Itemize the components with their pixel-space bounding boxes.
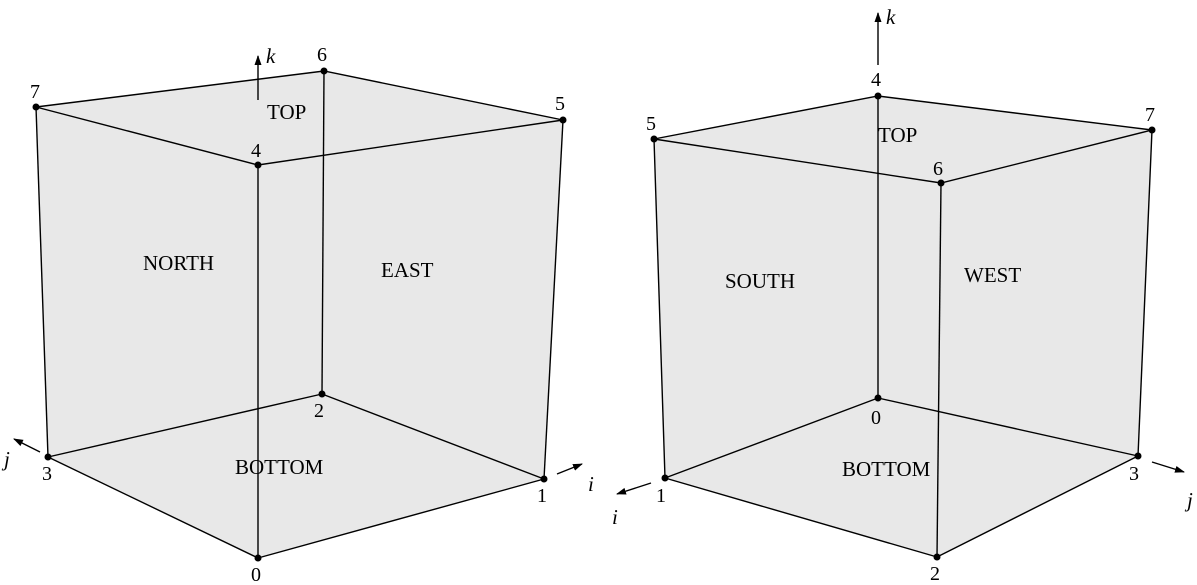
vertex-2 xyxy=(933,553,941,561)
right-cube: k j i TOP SOUTH WEST BOTTOM 0 1 2 3 4 5 … xyxy=(612,5,1193,585)
vertex-label-7: 7 xyxy=(1145,104,1155,126)
face-label-east: EAST xyxy=(381,258,434,282)
edge-6-2 xyxy=(936,182,942,558)
vertex-label-5: 5 xyxy=(555,93,565,115)
edge-2-3 xyxy=(47,393,323,458)
vertex-1 xyxy=(661,474,669,482)
edge-1-2 xyxy=(664,477,938,558)
edge-7-3 xyxy=(35,106,49,458)
i-axis-label: i xyxy=(612,505,618,529)
edge-5-1 xyxy=(543,119,564,480)
vertex-label-6: 6 xyxy=(317,44,327,66)
j-axis-label: j xyxy=(1184,488,1193,512)
k-axis-label: k xyxy=(266,44,276,68)
edge-0-1 xyxy=(257,478,545,559)
vertex-3 xyxy=(1134,452,1142,460)
vertex-label-2: 2 xyxy=(314,400,324,422)
edge-2-1 xyxy=(321,393,545,480)
vertex-label-0: 0 xyxy=(251,564,261,585)
vertex-5 xyxy=(559,116,567,124)
vertex-6 xyxy=(937,179,945,187)
edge-2-3 xyxy=(936,455,1139,558)
j-axis-arrow xyxy=(1151,461,1185,473)
vertex-label-2: 2 xyxy=(930,563,940,585)
face-label-bottom: BOTTOM xyxy=(842,457,931,481)
vertex-label-3: 3 xyxy=(1129,463,1139,485)
vertex-4 xyxy=(874,92,882,100)
i-axis-arrow xyxy=(616,482,652,495)
vertex-1 xyxy=(540,475,548,483)
edge-5-1 xyxy=(653,138,666,479)
face-label-west: WEST xyxy=(964,263,1021,287)
i-axis-label: i xyxy=(588,472,594,496)
vertex-5 xyxy=(650,135,658,143)
vertex-6 xyxy=(320,67,328,75)
vertex-3 xyxy=(44,453,52,461)
edge-0-3 xyxy=(877,397,1139,457)
edge-0-1 xyxy=(664,397,879,479)
vertex-7 xyxy=(1148,126,1156,134)
vertex-label-7: 7 xyxy=(30,81,40,103)
vertex-label-4: 4 xyxy=(871,69,881,91)
vertex-label-1: 1 xyxy=(537,485,547,507)
vertex-label-6: 6 xyxy=(933,158,943,180)
left-cube: k i j TOP NORTH EAST BOTTOM 0 1 2 3 4 5 … xyxy=(1,44,594,585)
vertex-label-5: 5 xyxy=(646,113,656,135)
j-axis-label: j xyxy=(1,447,10,471)
vertex-label-1: 1 xyxy=(656,485,666,507)
vertex-0 xyxy=(874,394,882,402)
face-label-top: TOP xyxy=(267,100,306,124)
face-label-bottom: BOTTOM xyxy=(235,455,324,479)
edge-3-0 xyxy=(47,456,259,559)
face-label-north: NORTH xyxy=(143,251,214,275)
k-axis-label: k xyxy=(886,5,896,29)
i-axis-arrow xyxy=(556,463,583,475)
vertex-label-3: 3 xyxy=(42,463,52,485)
vertex-2 xyxy=(318,390,326,398)
face-label-top: TOP xyxy=(878,123,917,147)
face-label-south: SOUTH xyxy=(725,269,795,293)
right-cube-outline-fill xyxy=(654,96,1152,557)
edge-7-3 xyxy=(1137,129,1153,457)
vertex-label-0: 0 xyxy=(871,407,881,429)
vertex-0 xyxy=(254,554,262,562)
vertex-4 xyxy=(254,161,262,169)
vertex-label-4: 4 xyxy=(251,140,261,162)
vertex-7 xyxy=(32,103,40,111)
j-axis-arrow xyxy=(13,438,41,453)
edge-2-6 xyxy=(321,70,325,395)
left-cube-outline-fill xyxy=(36,71,563,558)
